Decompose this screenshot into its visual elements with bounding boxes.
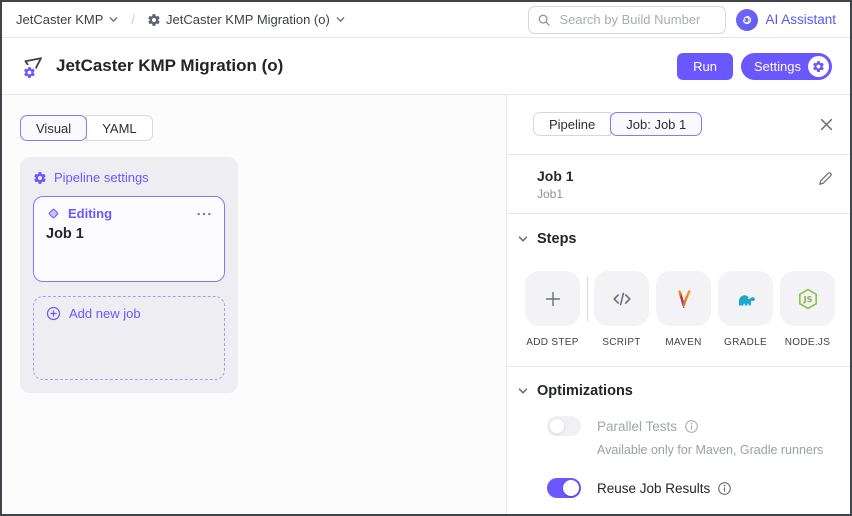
search-icon xyxy=(537,13,551,27)
job-id: Job1 xyxy=(537,187,564,201)
step-gradle: GRADLE xyxy=(718,271,773,348)
step-maven: MAVEN xyxy=(656,271,711,348)
step-add-step: ADD STEP xyxy=(525,271,580,348)
ai-assistant-icon xyxy=(736,8,759,31)
tab-job[interactable]: Job: Job 1 xyxy=(610,112,703,136)
settings-button-label: Settings xyxy=(754,58,801,74)
ai-assistant-label: AI Assistant xyxy=(765,12,836,27)
tab-visual[interactable]: Visual xyxy=(20,115,88,141)
tab-yaml[interactable]: YAML xyxy=(86,115,153,141)
pipeline-icon xyxy=(20,53,46,79)
toggle-knob xyxy=(563,480,579,496)
gradle-icon xyxy=(734,287,758,311)
optimizations-title: Optimizations xyxy=(537,383,633,399)
steps-section-header[interactable]: Steps xyxy=(517,231,834,247)
script-icon xyxy=(610,287,634,311)
job-status-badge: Editing xyxy=(68,206,113,221)
optimizations-section-header[interactable]: Optimizations xyxy=(517,383,834,399)
editing-diamond-icon xyxy=(46,206,61,221)
step-label: GRADLE xyxy=(724,337,767,348)
step-label: SCRIPT xyxy=(602,337,641,348)
step-tiles: ADD STEP SCRIPT MAVEN xyxy=(525,271,835,348)
gradle-step-button[interactable] xyxy=(718,271,773,326)
maven-step-button[interactable] xyxy=(656,271,711,326)
more-icon[interactable] xyxy=(196,211,212,217)
parallel-tests-row: Parallel Tests xyxy=(547,416,834,436)
settings-button[interactable]: Settings xyxy=(741,52,832,80)
chevron-down-icon xyxy=(517,233,529,245)
script-step-button[interactable] xyxy=(594,271,649,326)
tiles-divider xyxy=(587,277,588,321)
search-input[interactable] xyxy=(528,5,727,34)
breadcrumb-project[interactable]: JetCaster KMP xyxy=(16,12,104,27)
step-script: SCRIPT xyxy=(594,271,649,348)
job-name: Job 1 xyxy=(46,226,84,242)
steps-title: Steps xyxy=(537,231,577,247)
build-search xyxy=(528,5,727,34)
tab-pipeline[interactable]: Pipeline xyxy=(533,112,612,136)
inspector-tabs: Pipeline Job: Job 1 xyxy=(507,95,850,155)
reuse-job-results-row: Reuse Job Results xyxy=(547,478,834,498)
breadcrumb-separator: / xyxy=(131,12,136,27)
parallel-tests-note: Available only for Maven, Gradle runners xyxy=(597,443,824,457)
close-icon[interactable] xyxy=(819,117,834,132)
parallel-tests-label: Parallel Tests xyxy=(597,418,678,434)
run-button[interactable]: Run xyxy=(677,52,734,80)
info-icon[interactable] xyxy=(684,419,699,434)
gear-icon xyxy=(23,66,36,79)
add-new-job-label: Add new job xyxy=(69,306,141,321)
view-mode-tabs: Visual YAML xyxy=(20,115,153,141)
edit-pencil-icon[interactable] xyxy=(817,170,834,187)
circle-plus-icon xyxy=(46,306,61,321)
pipeline-settings-label: Pipeline settings xyxy=(54,170,149,185)
step-label: ADD STEP xyxy=(526,337,579,348)
page-header: JetCaster KMP Migration (o) Run Settings xyxy=(2,38,850,95)
chevron-down-icon xyxy=(517,385,529,397)
breadcrumb: JetCaster KMP / JetCaster KMP Migration … xyxy=(16,12,346,27)
page-title: JetCaster KMP Migration (o) xyxy=(56,56,284,75)
top-bar: JetCaster KMP / JetCaster KMP Migration … xyxy=(2,2,850,38)
pipeline-canvas: Visual YAML Pipeline settings Editing Jo… xyxy=(2,95,506,514)
steps-section: Steps ADD STEP SCRIPT xyxy=(507,214,850,366)
step-nodejs: NODE.JS xyxy=(780,271,835,348)
ai-assistant-button[interactable]: AI Assistant xyxy=(736,8,836,31)
chevron-down-icon[interactable] xyxy=(108,14,119,25)
step-label: MAVEN xyxy=(665,337,702,348)
reuse-job-results-toggle[interactable] xyxy=(547,478,581,498)
chevron-down-icon[interactable] xyxy=(335,14,346,25)
gear-icon xyxy=(33,171,47,185)
job-inspector-panel: Pipeline Job: Job 1 Job 1 Job1 Steps xyxy=(506,95,850,514)
job-title: Job 1 xyxy=(537,168,574,184)
add-new-job-button[interactable]: Add new job xyxy=(33,296,225,380)
gear-icon xyxy=(808,55,829,77)
plus-icon xyxy=(542,288,564,310)
optimizations-section: Optimizations Parallel Tests Available o… xyxy=(507,366,850,498)
parallel-tests-toggle[interactable] xyxy=(547,416,581,436)
toggle-knob xyxy=(549,418,565,434)
add-step-button[interactable] xyxy=(525,271,580,326)
pipeline-stage-card: Pipeline settings Editing Job 1 Add new … xyxy=(20,157,238,393)
gear-icon xyxy=(147,13,161,27)
info-icon[interactable] xyxy=(717,481,732,496)
breadcrumb-pipeline[interactable]: JetCaster KMP Migration (o) xyxy=(166,12,330,27)
pipeline-settings-link[interactable]: Pipeline settings xyxy=(33,170,225,185)
nodejs-icon xyxy=(796,287,820,311)
reuse-job-results-label: Reuse Job Results xyxy=(597,480,711,496)
nodejs-step-button[interactable] xyxy=(780,271,835,326)
job-card[interactable]: Editing Job 1 xyxy=(33,196,225,282)
step-label: NODE.JS xyxy=(784,337,831,348)
job-header: Job 1 Job1 xyxy=(507,155,850,214)
maven-icon xyxy=(672,287,696,311)
